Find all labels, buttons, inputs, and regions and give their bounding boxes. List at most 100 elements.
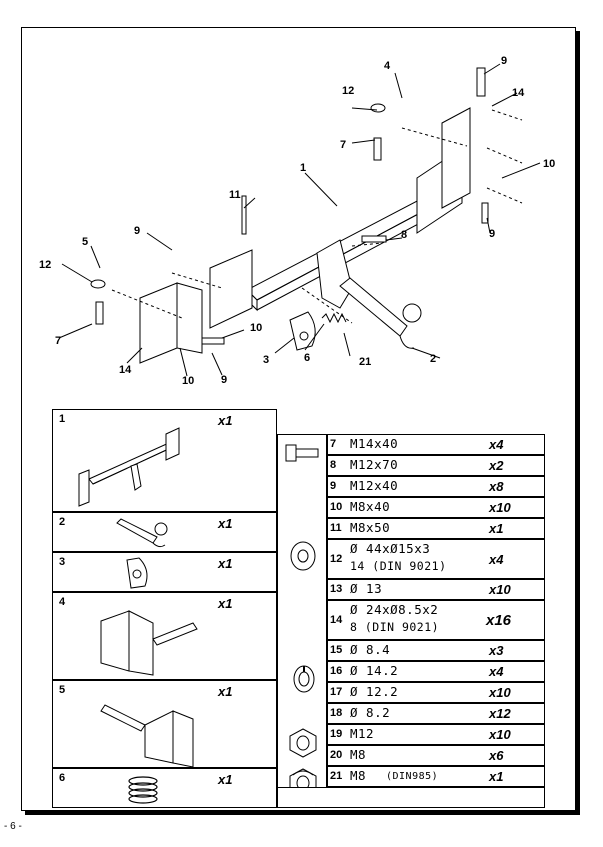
callout-1: 1	[300, 162, 306, 174]
callout-9d: 9	[221, 374, 227, 386]
part-row-21: 21 M8 (DIN985) x1	[327, 766, 545, 787]
part-quantity: x1	[218, 684, 233, 699]
part-spec: Ø 8.4	[350, 642, 391, 657]
part-quantity: x1	[218, 556, 233, 571]
callout-12a: 12	[342, 85, 354, 97]
part-row-17: 17 Ø 12.2 x10	[327, 682, 545, 703]
part-number: 10	[330, 501, 343, 513]
part-number: 6	[59, 772, 66, 784]
part-row-2: 2 x1	[52, 512, 277, 552]
callout-6: 6	[304, 352, 310, 364]
part-number: 21	[330, 770, 343, 782]
part-quantity: x8	[489, 479, 504, 494]
part-row-3: 3 x1	[52, 552, 277, 592]
bolt-icon	[285, 444, 319, 462]
part-row-7: 7 M14x40 x4	[327, 434, 545, 455]
part-quantity: x1	[489, 769, 504, 784]
part-number: 8	[330, 459, 337, 471]
part-spec: Ø 8.2	[350, 705, 391, 720]
part-number: 4	[59, 596, 66, 608]
part-spec-detail: 8 (DIN 9021)	[350, 620, 440, 634]
part-row-16: 16 Ø 14.2 x4	[327, 661, 545, 682]
callout-10a: 10	[250, 322, 262, 334]
callout-11: 11	[229, 189, 241, 201]
part-row-11: 11 M8x50 x1	[327, 518, 545, 539]
part-number: 14	[330, 614, 343, 626]
socket-plate-part	[289, 311, 316, 351]
part-number: 19	[330, 728, 343, 740]
callout-12b: 12	[39, 259, 51, 271]
part-row-19: 19 M12 x10	[327, 724, 545, 745]
part-number: 3	[59, 556, 66, 568]
part-row-13: 13 Ø 13 x10	[327, 579, 545, 600]
part-number: 18	[330, 707, 343, 719]
part-spec: M8x50	[350, 520, 391, 535]
part-spec: M8	[350, 768, 367, 783]
part-quantity: x4	[489, 664, 504, 679]
crossbar-thumbnail	[78, 427, 180, 507]
part-spec-standard: (DIN985)	[386, 771, 439, 782]
callout-9b: 9	[501, 55, 507, 67]
spring-washer-icon	[293, 665, 315, 693]
part-quantity: x10	[489, 727, 511, 742]
callout-14a: 14	[119, 364, 132, 376]
part-quantity: x2	[489, 458, 504, 473]
leader-lines	[58, 63, 541, 377]
callout-7a: 7	[55, 335, 61, 347]
part-quantity: x12	[489, 706, 511, 721]
part-quantity: x16	[486, 612, 512, 629]
part-spec: M14x40	[350, 436, 399, 451]
part-spec: M8	[350, 747, 367, 762]
page-frame: 1 2 3 4 5 6 7 7 8 9 9 9 9 10 10 10 11 12…	[21, 27, 576, 811]
part-spec: Ø 44xØ15x3	[350, 541, 431, 556]
part-quantity: x10	[489, 500, 511, 515]
part-spec-detail: 14 (DIN 9021)	[350, 559, 447, 573]
part-row-14: 14 Ø 24xØ8.5x2 8 (DIN 9021) x16	[327, 600, 545, 640]
callout-14b: 14	[512, 87, 525, 99]
washer-large-icon	[290, 541, 316, 571]
part-row-1: 1 x1	[52, 409, 277, 512]
left-bracket-thumbnail	[100, 704, 194, 767]
spring-thumbnail	[128, 776, 158, 804]
part-spec: Ø 24xØ8.5x2	[350, 602, 439, 617]
part-quantity: x1	[218, 413, 233, 428]
exploded-assembly-diagram: 1 2 3 4 5 6 7 7 8 9 9 9 9 10 10 10 11 12…	[39, 55, 555, 387]
part-quantity: x4	[489, 437, 504, 452]
crossbar-part	[139, 107, 471, 364]
part-spec: Ø 13	[350, 581, 383, 596]
callout-5: 5	[82, 236, 88, 248]
part-number: 7	[330, 438, 337, 450]
part-row-5: 5 x1	[52, 680, 277, 768]
part-row-6: 6 x1	[52, 768, 277, 808]
page-number: - 6 -	[4, 821, 22, 832]
callout-10c: 10	[543, 158, 555, 170]
part-quantity: x6	[489, 748, 504, 763]
part-number: 5	[59, 684, 66, 696]
callout-3: 3	[263, 354, 269, 366]
callout-4: 4	[384, 60, 391, 72]
part-quantity: x1	[489, 521, 504, 536]
part-number: 1	[59, 413, 66, 425]
callout-2: 2	[430, 353, 436, 365]
part-quantity: x1	[218, 516, 233, 531]
part-row-12: 12 Ø 44xØ15x3 14 (DIN 9021) x4	[327, 539, 545, 579]
tow-ball-thumbnail	[116, 518, 168, 548]
tow-ball-part	[339, 277, 422, 349]
callout-7b: 7	[340, 139, 346, 151]
part-quantity: x10	[489, 582, 511, 597]
part-number: 12	[330, 553, 343, 565]
callout-9a: 9	[134, 225, 140, 237]
part-number: 16	[330, 665, 343, 677]
part-number: 11	[330, 522, 342, 534]
part-row-10: 10 M8x40 x10	[327, 497, 545, 518]
part-quantity: x10	[489, 685, 511, 700]
callout-10b: 10	[182, 375, 194, 387]
callout-21: 21	[359, 356, 371, 368]
spring-part	[321, 312, 347, 324]
part-spec: M12x40	[350, 478, 399, 493]
part-spec: M12x70	[350, 457, 399, 472]
part-spec: M8x40	[350, 499, 391, 514]
part-quantity: x4	[489, 552, 504, 567]
part-row-8: 8 M12x70 x2	[327, 455, 545, 476]
callout-9c: 9	[489, 228, 495, 240]
